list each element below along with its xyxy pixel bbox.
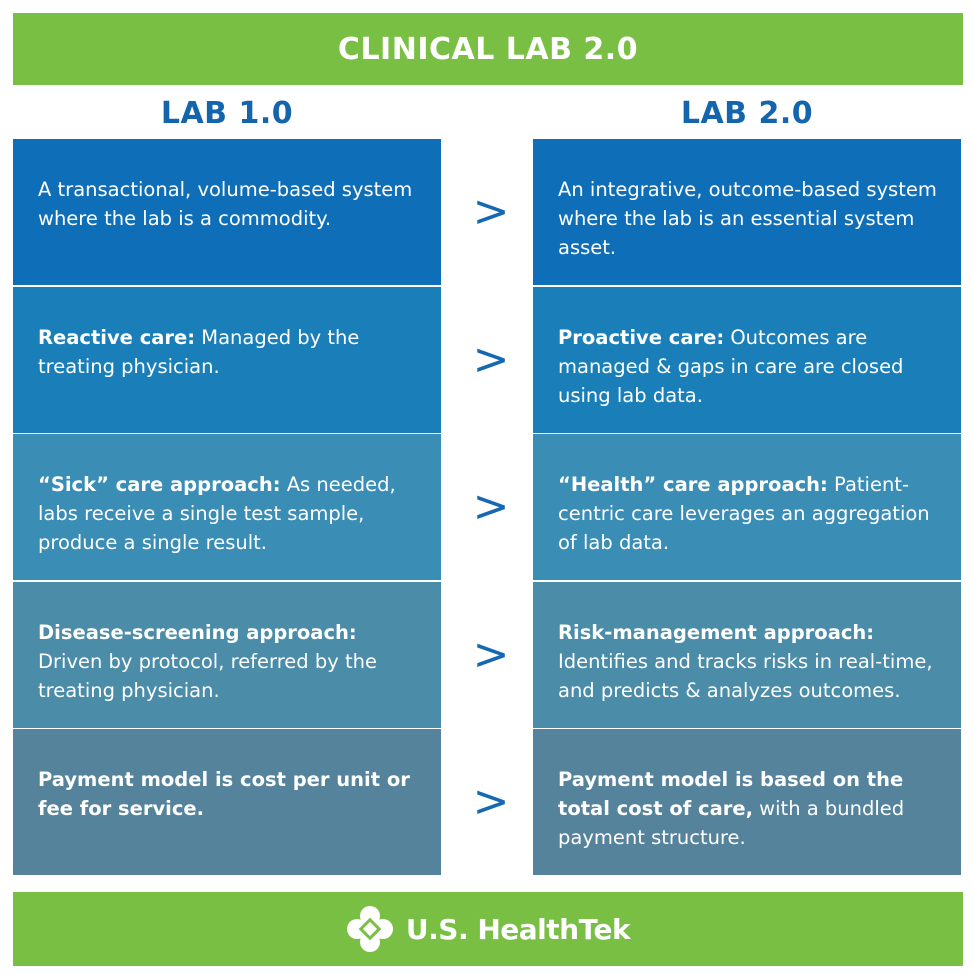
lab1-cell-2: Reactive care: Managed by the treating p… [13, 287, 441, 433]
arrow-icon: > [472, 776, 510, 827]
arrow-icon: > [472, 186, 510, 237]
comparison-row-3: “Sick” care approach: As needed, labs re… [0, 434, 974, 580]
company-logo: U.S. HealthTek [346, 905, 631, 953]
arrow-icon: > [472, 481, 510, 532]
lab1-cell-5: Payment model is cost per unit or fee fo… [13, 729, 441, 875]
lab1-cell-3-text: As needed, labs receive a single test sa… [38, 473, 396, 554]
logo-text: U.S. HealthTek [405, 912, 631, 946]
lab2-cell-3-bold: “Health” care approach: [558, 473, 828, 496]
lab2-cell-4: Risk-management approach: Identifies and… [533, 582, 961, 728]
lab2-cell-5-bold: Payment model is based on the total cost… [558, 768, 904, 820]
lab2-cell-3-text: Patient-centric care leverages an aggreg… [558, 473, 930, 554]
column-heading-lab-2: LAB 2.0 [680, 95, 814, 131]
lab1-cell-5-bold: Payment model is cost per unit or fee fo… [38, 768, 410, 820]
lab1-cell-2-text: Managed by the treating physician. [38, 326, 360, 378]
lab1-cell-4: Disease-screening approach: Driven by pr… [13, 582, 441, 728]
page-title: CLINICAL LAB 2.0 [337, 31, 639, 67]
lab1-cell-3-bold: “Sick” care approach: [38, 473, 281, 496]
title-banner: CLINICAL LAB 2.0 [13, 13, 963, 85]
comparison-row-4: Disease-screening approach: Driven by pr… [0, 582, 974, 728]
arrow-icon: > [472, 334, 510, 385]
lab2-cell-1-text: An integrative, outcome-based system whe… [558, 178, 937, 259]
arrow-icon: > [472, 629, 510, 680]
lab1-cell-4-text: Driven by protocol, referred by the trea… [38, 650, 378, 702]
lab2-cell-4-bold: Risk-management approach: [558, 621, 875, 644]
lab1-cell-1: A transactional, volume-based system whe… [13, 139, 441, 285]
lab2-cell-2-text: Outcomes are managed & gaps in care are … [558, 326, 904, 407]
lab2-cell-4-text: Identifies and tracks risks in real-time… [558, 650, 933, 702]
lab1-cell-1-text: A transactional, volume-based system whe… [38, 178, 413, 230]
quatrefoil-logo-icon [346, 906, 393, 952]
footer-banner: U.S. HealthTek [13, 892, 963, 966]
lab2-cell-2: Proactive care: Outcomes are managed & g… [533, 287, 961, 433]
comparison-row-5: Payment model is cost per unit or fee fo… [0, 729, 974, 875]
lab1-cell-3: “Sick” care approach: As needed, labs re… [13, 434, 441, 580]
lab1-cell-2-bold: Reactive care: [38, 326, 196, 349]
lab2-cell-5: Payment model is based on the total cost… [533, 729, 961, 875]
lab2-cell-3: “Health” care approach: Patient-centric … [533, 434, 961, 580]
lab2-cell-1: An integrative, outcome-based system whe… [533, 139, 961, 285]
column-heading-lab-1: LAB 1.0 [160, 95, 294, 131]
comparison-row-1: A transactional, volume-based system whe… [0, 139, 974, 285]
lab1-cell-4-bold: Disease-screening approach: [38, 621, 357, 644]
lab2-cell-5-text: with a bundled payment structure. [558, 797, 905, 849]
comparison-row-2: Reactive care: Managed by the treating p… [0, 287, 974, 433]
lab2-cell-2-bold: Proactive care: [558, 326, 725, 349]
